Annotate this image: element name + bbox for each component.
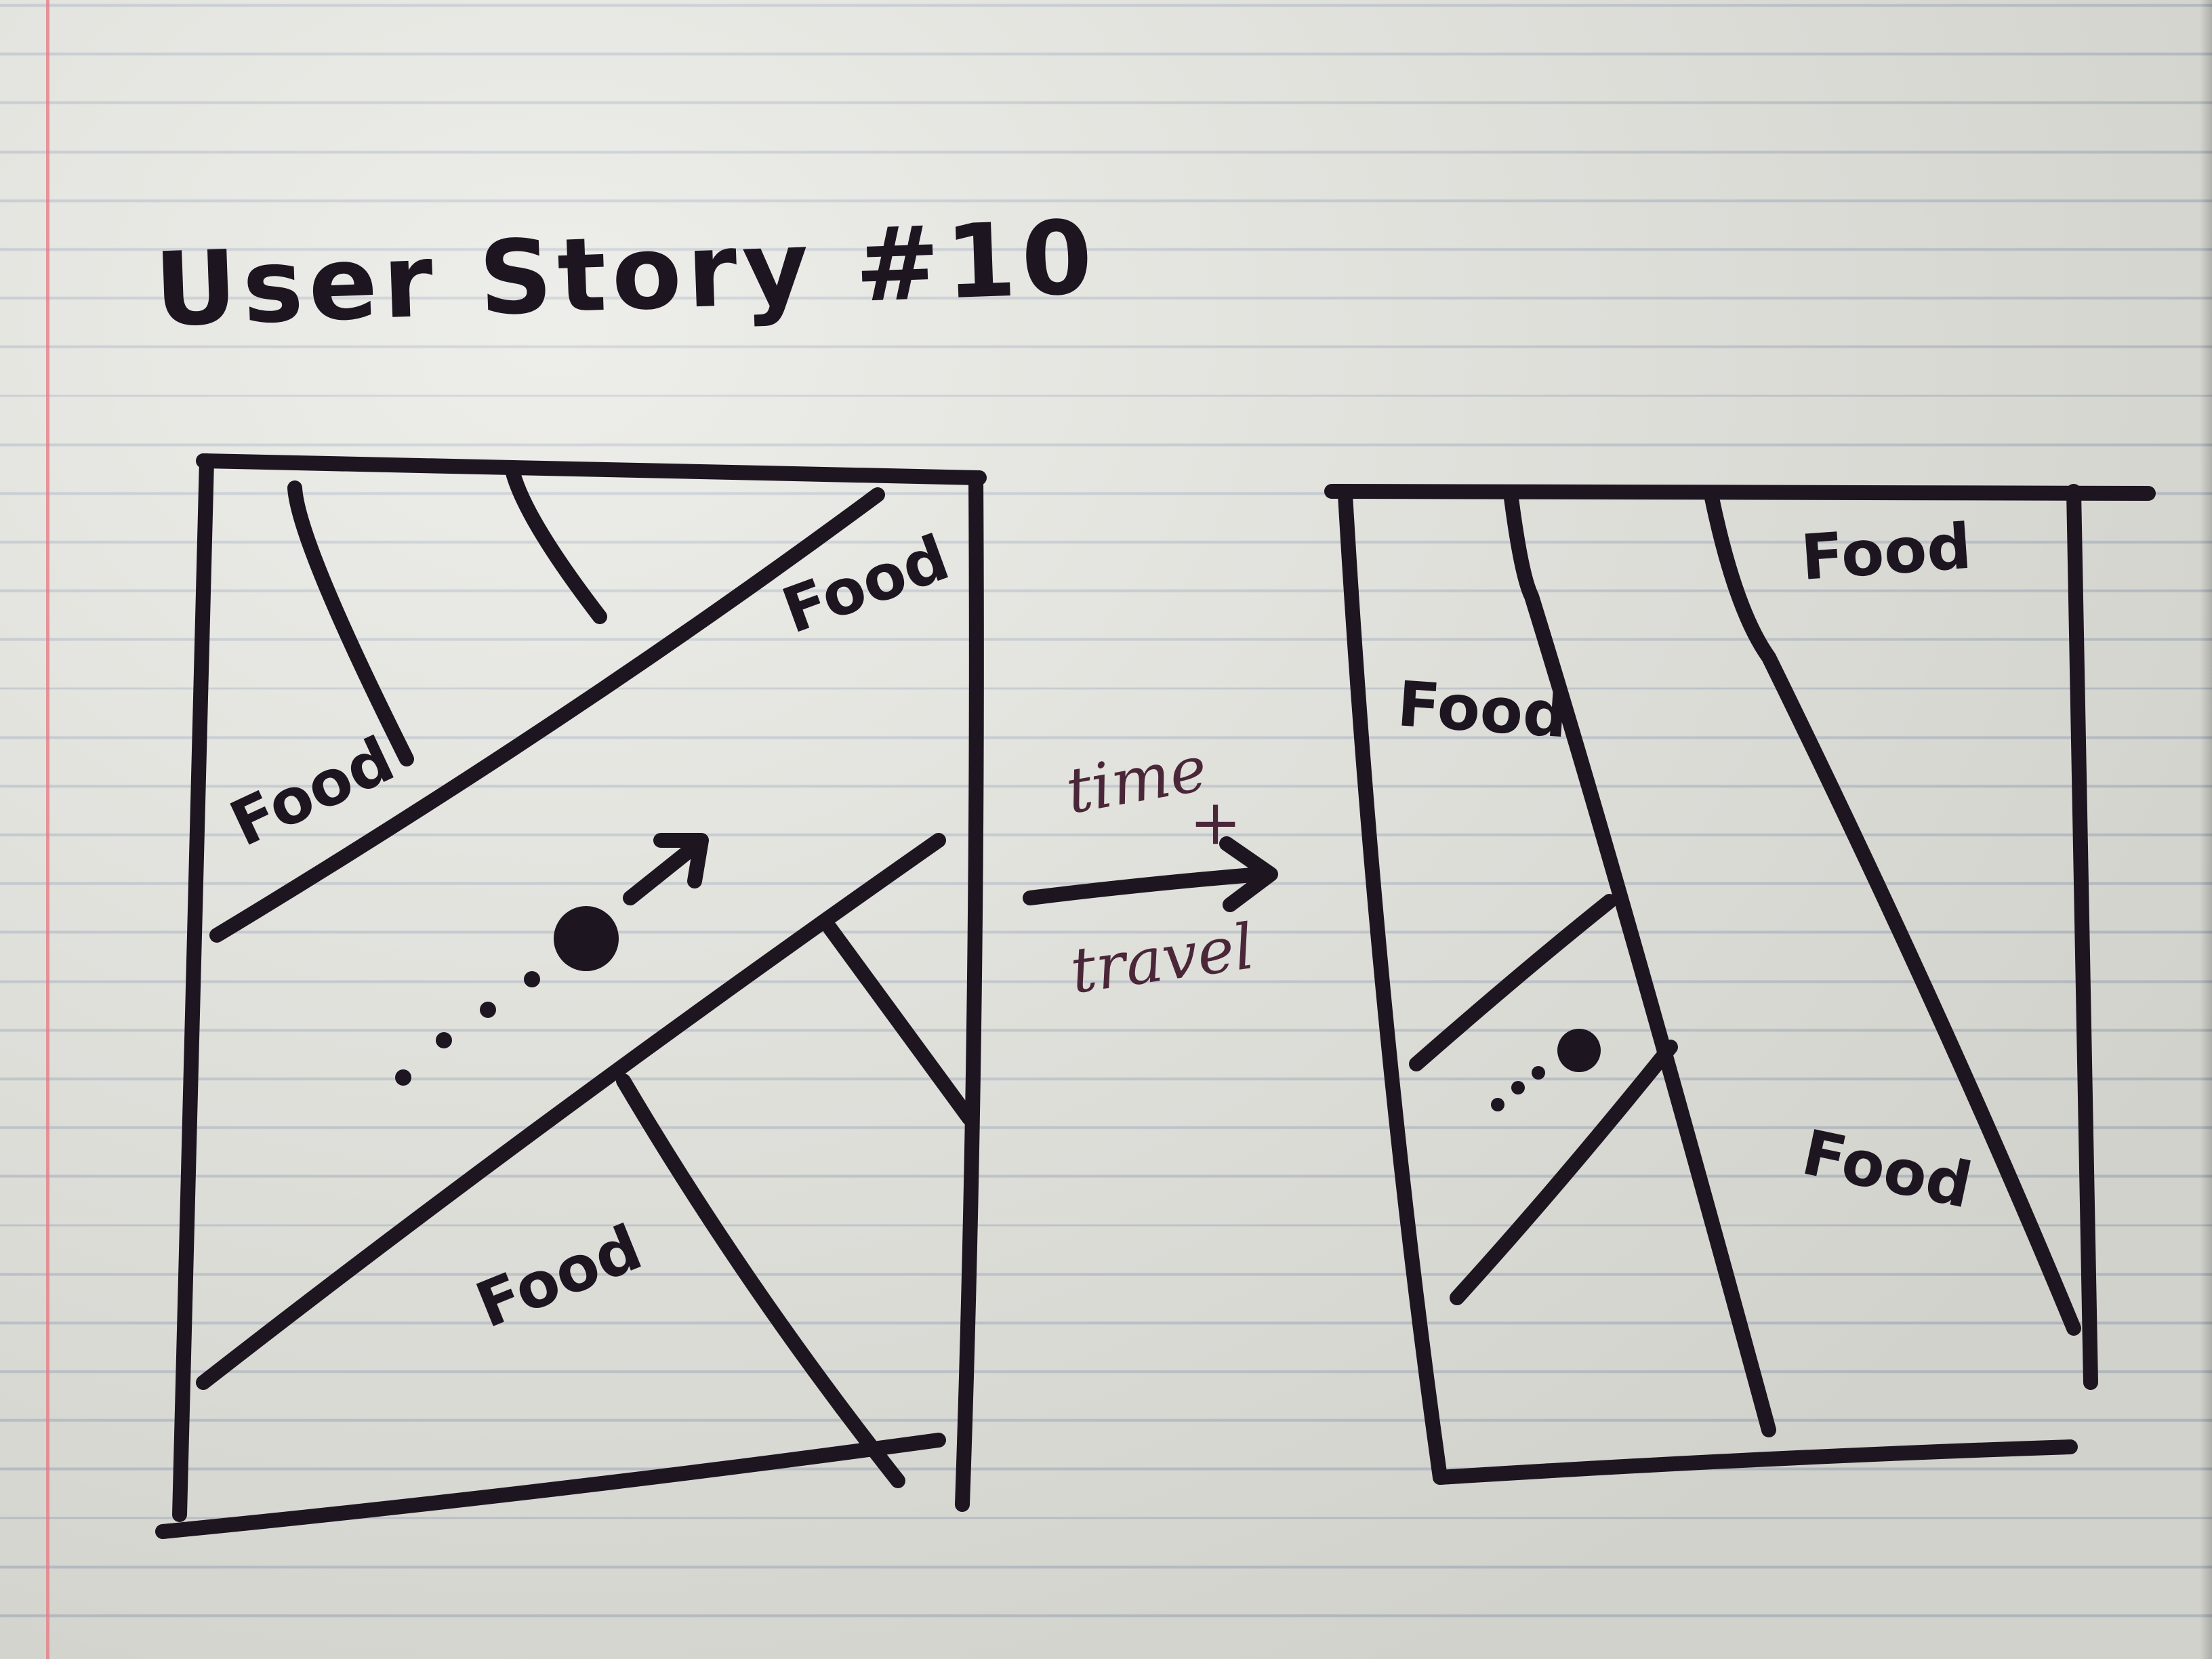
transition-arrow	[1023, 836, 1278, 912]
before-wall-2	[504, 460, 607, 624]
after-frame-left	[1338, 487, 1448, 1485]
before-frame-right	[955, 470, 984, 1512]
transition: time + travel	[1023, 732, 1278, 1008]
before-frame-left	[172, 453, 214, 1522]
before-trail-dot-3	[436, 1032, 452, 1048]
sketch-title: User Story #10	[152, 199, 1099, 349]
before-wall-4	[616, 1073, 905, 1488]
before-wall-1	[287, 480, 414, 766]
after-trail-dot-1	[1532, 1066, 1545, 1080]
after-frame-top	[1324, 484, 2156, 501]
margin-line	[46, 0, 49, 1659]
after-food-label-2: Food	[1395, 668, 1570, 752]
after-frame-right	[2066, 484, 2098, 1390]
before-trail-dot-2	[480, 1002, 496, 1018]
before-trail-dot-4	[395, 1069, 411, 1086]
before-direction-arrow	[623, 833, 709, 905]
after-panel: Food Food Food	[1324, 484, 2156, 1485]
after-corridor-wall-right	[1704, 487, 2081, 1336]
after-player-dot	[1557, 1029, 1601, 1072]
after-wall-2	[1450, 1040, 1678, 1305]
after-trail-dot-2	[1511, 1081, 1525, 1094]
page-edge	[2200, 0, 2212, 1659]
after-food-label-3: Food	[1796, 1116, 1978, 1223]
before-panel: Food Food Food	[155, 453, 987, 1539]
before-corridor-wall-lower	[196, 833, 946, 1390]
after-food-label-1: Food	[1799, 510, 1973, 594]
before-frame-bottom	[155, 1433, 946, 1539]
before-player-dot	[554, 906, 619, 971]
before-food-label-3: Food	[466, 1211, 651, 1342]
after-corridor-wall-left	[1504, 491, 1776, 1437]
before-wall-3	[823, 921, 977, 1126]
after-wall-1	[1409, 894, 1617, 1071]
after-frame-bottom	[1433, 1439, 2078, 1485]
before-food-label-1: Food	[773, 521, 958, 648]
after-trail-dot-3	[1491, 1098, 1504, 1111]
transition-label-travel: travel	[1066, 910, 1258, 1008]
before-frame-top	[196, 453, 987, 485]
before-trail-dot-1	[524, 971, 540, 987]
before-corridor-wall-upper	[209, 487, 885, 943]
